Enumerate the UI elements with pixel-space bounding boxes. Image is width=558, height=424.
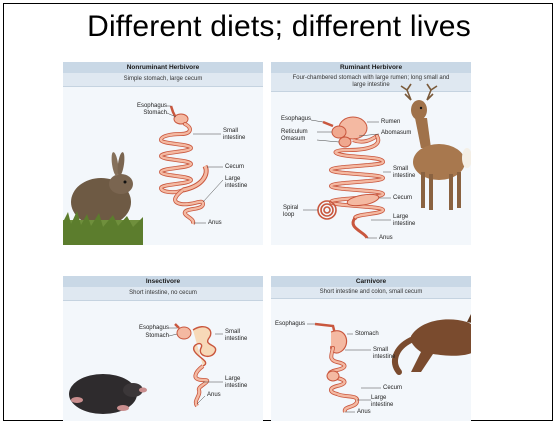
panel-nonruminant-herbivore: Nonruminant Herbivore Simple stomach, la…	[63, 62, 263, 245]
label-small-intestine: Small intestine	[223, 128, 245, 141]
ruminant-gut-diagram	[271, 62, 471, 245]
label-esophagus: Esophagus	[275, 321, 305, 328]
label-stomach: Stomach	[125, 110, 167, 117]
label-spiral-loop: Spiral loop	[283, 205, 298, 218]
label-cecum: Cecum	[383, 385, 402, 392]
rabbit-illustration	[63, 152, 143, 245]
label-omasum: Omasum	[281, 136, 305, 143]
insectivore-gut-diagram	[63, 276, 263, 421]
label-stomach: Stomach	[125, 333, 169, 340]
label-anus: Anus	[207, 392, 221, 399]
label-esophagus: Esophagus	[125, 103, 167, 110]
deer-illustration	[401, 84, 471, 210]
label-esophagus: Esophagus	[125, 325, 169, 332]
label-cecum: Cecum	[393, 195, 412, 202]
label-esophagus: Esophagus	[281, 116, 311, 123]
label-abomasum: Abomasum	[381, 130, 411, 137]
slide-title: Different diets; different lives	[0, 10, 558, 44]
panel-carnivore: Carnivore Short intestine and colon, sma…	[271, 276, 471, 421]
label-rumen: Rumen	[381, 119, 400, 126]
fox-illustration	[395, 310, 471, 372]
label-anus: Anus	[208, 220, 222, 227]
label-small-intestine: Small intestine	[225, 329, 247, 342]
label-small-intestine: Small intestine	[393, 166, 415, 179]
label-large-intestine: Large intestine	[393, 214, 415, 227]
label-stomach: Stomach	[355, 331, 379, 338]
mole-illustration	[69, 374, 147, 414]
panel-ruminant-herbivore: Ruminant Herbivore Four-chambered stomac…	[271, 62, 471, 245]
label-small-intestine: Small intestine	[373, 347, 395, 360]
label-cecum: Cecum	[225, 164, 244, 171]
label-anus: Anus	[357, 409, 371, 416]
label-reticulum: Reticulum	[281, 129, 308, 136]
label-anus: Anus	[379, 235, 393, 242]
panel-insectivore: Insectivore Short intestine, no cecum Es…	[63, 276, 263, 421]
label-large-intestine: Large intestine	[225, 176, 247, 189]
label-large-intestine: Large intestine	[225, 376, 247, 389]
nonruminant-gut-diagram	[63, 62, 263, 245]
label-large-intestine: Large intestine	[371, 395, 393, 408]
